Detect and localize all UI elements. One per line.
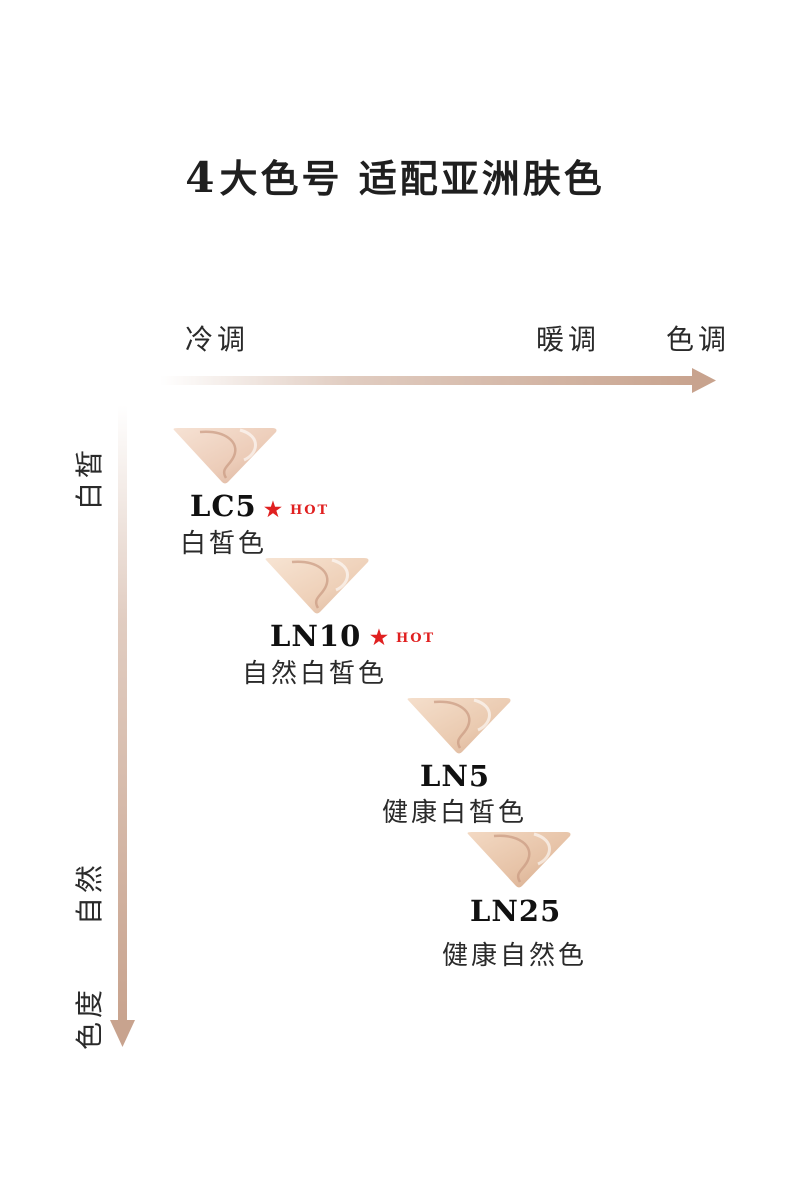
- shade-code-ln5: LN5: [420, 759, 491, 793]
- axis-label-cool: 冷调: [185, 323, 250, 356]
- horizontal-axis-line: [160, 376, 698, 385]
- vertical-axis-arrowhead: [110, 1020, 135, 1047]
- page-title: 4大色号 适配亚洲肤色: [0, 148, 790, 203]
- shade-code-ln10: LN10: [270, 619, 362, 653]
- axis-label-fair: 白皙: [73, 445, 106, 510]
- horizontal-axis-arrowhead: [692, 368, 716, 393]
- axis-name-tone: 色调: [666, 323, 731, 356]
- axis-name-depth: 色度: [73, 985, 106, 1050]
- shade-name-ln25: 健康自然色: [442, 941, 588, 971]
- hot-label: HOT: [289, 503, 330, 518]
- star-icon: ★: [264, 497, 284, 521]
- swatch-ln5: [407, 698, 511, 754]
- shade-code-ln25: LN25: [470, 894, 562, 928]
- shade-name-ln5: 健康白皙色: [382, 798, 528, 828]
- shade-name-lc5: 白皙色: [180, 529, 268, 559]
- axis-label-natural: 自然: [73, 860, 106, 925]
- hot-badge-lc5: ★ HOT: [264, 497, 329, 521]
- swatch-ln25: [467, 832, 571, 888]
- title-text: 大色号 适配亚洲肤色: [219, 156, 605, 201]
- swatch-ln10: [265, 558, 369, 614]
- axis-label-warm: 暖调: [536, 323, 601, 356]
- hot-badge-ln10: ★ HOT: [370, 625, 435, 649]
- star-icon: ★: [370, 625, 390, 649]
- shade-name-ln10: 自然白皙色: [242, 659, 388, 689]
- vertical-axis-line: [118, 405, 127, 1025]
- hot-label: HOT: [395, 631, 436, 646]
- title-number: 4: [185, 153, 218, 202]
- swatch-lc5: [173, 428, 277, 484]
- shade-code-lc5: LC5: [190, 489, 257, 523]
